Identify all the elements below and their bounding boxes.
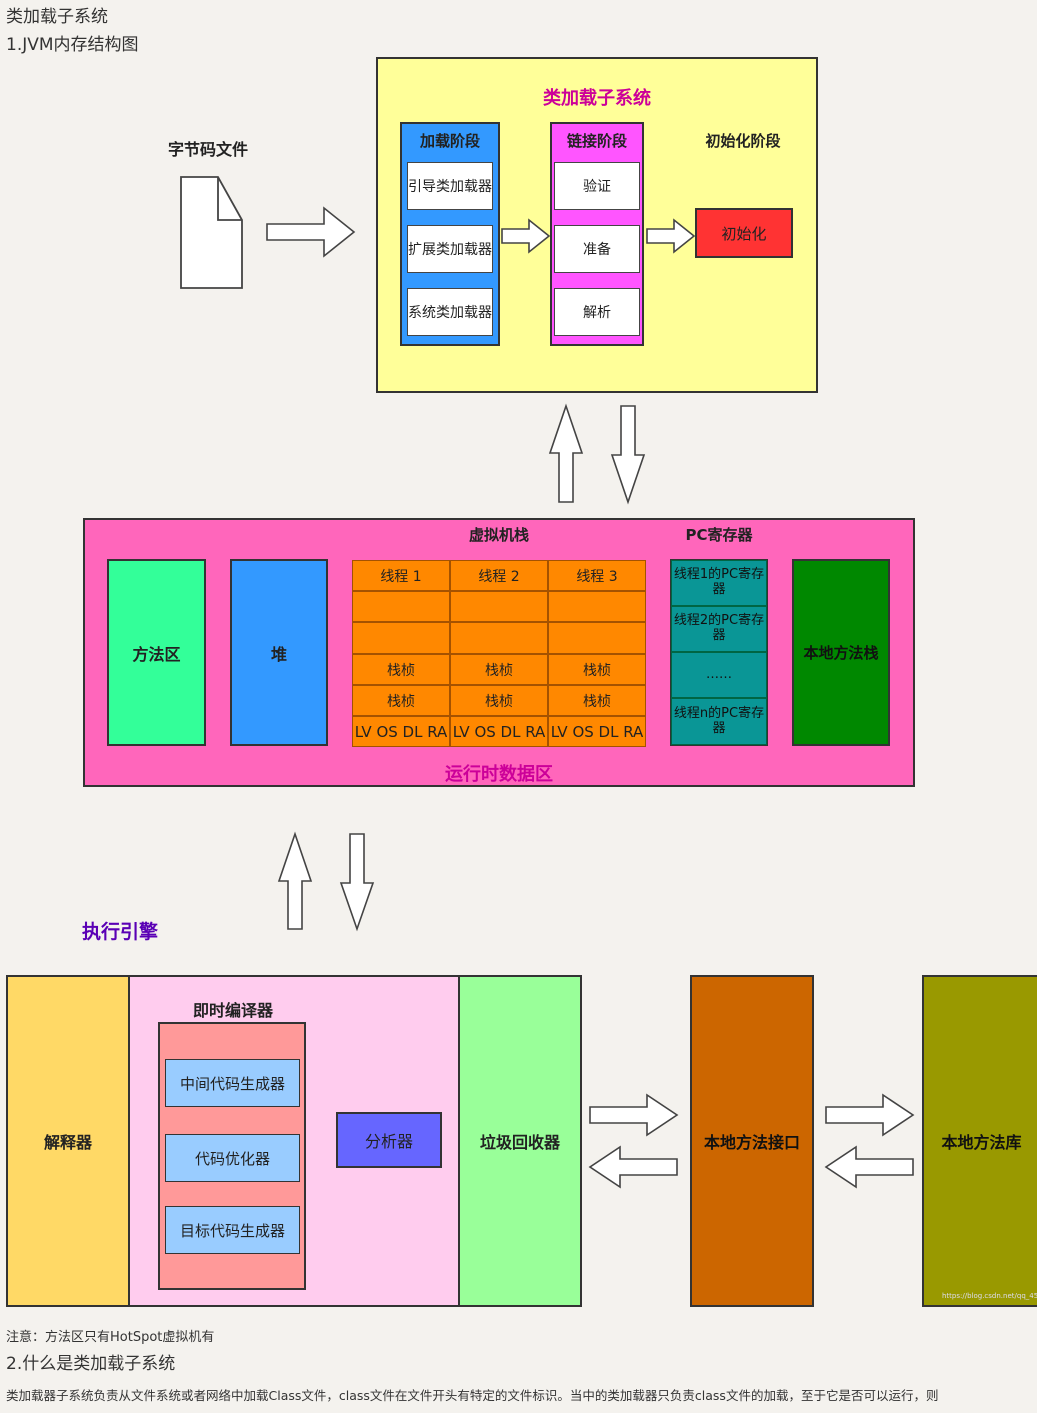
stack-cell-empty xyxy=(352,591,450,622)
jit-compiler-title: 即时编译器 xyxy=(192,1001,273,1020)
method-area: 方法区 xyxy=(107,559,206,746)
arrow-right-icon xyxy=(501,218,551,254)
garbage-collector: 垃圾回收器 xyxy=(458,975,582,1307)
heap: 堆 xyxy=(230,559,328,746)
arrow-left-icon xyxy=(588,1145,678,1189)
section-title: 类加载子系统 xyxy=(6,7,108,27)
prepare-cell: 准备 xyxy=(554,225,640,273)
verify-cell: 验证 xyxy=(554,162,640,210)
arrow-right-icon xyxy=(825,1093,915,1137)
arrow-up-icon xyxy=(277,831,313,930)
native-method-stack: 本地方法栈 xyxy=(792,559,890,746)
runtime-area-title: 运行时数据区 xyxy=(445,764,553,785)
linking-stage-title: 链接阶段 xyxy=(566,132,627,150)
code-optimizer: 代码优化器 xyxy=(165,1134,300,1182)
note-text: 注意：方法区只有HotSpot虚拟机有 xyxy=(6,1330,215,1345)
pc-register-2: 线程2的PC寄存器 xyxy=(671,606,767,652)
stack-cell-empty xyxy=(548,622,646,654)
loading-stage-title: 加载阶段 xyxy=(419,132,480,150)
resolve-cell: 解析 xyxy=(554,288,640,336)
system-loader: 系统类加载器 xyxy=(407,288,493,336)
bootstrap-loader: 引导类加载器 xyxy=(407,162,493,210)
stack-cell-empty xyxy=(548,591,646,622)
extension-loader: 扩展类加载器 xyxy=(407,225,493,273)
stack-cell-empty xyxy=(450,622,548,654)
bytecode-label: 字节码文件 xyxy=(168,140,249,159)
thread-header: 线程 1 xyxy=(352,560,450,591)
stack-frame: 栈桢 xyxy=(352,685,450,716)
init-cell: 初始化 xyxy=(695,208,793,258)
stack-frame: 栈桢 xyxy=(352,654,450,685)
arrow-up-icon xyxy=(548,403,584,503)
classloader-title: 类加载子系统 xyxy=(543,88,651,109)
native-method-interface: 本地方法接口 xyxy=(690,975,814,1307)
watermark: https://blog.csdn.net/qq_45905581 xyxy=(942,1292,1037,1300)
native-method-library: 本地方法库 xyxy=(922,975,1037,1307)
arrow-down-icon xyxy=(610,405,646,505)
analyzer: 分析器 xyxy=(336,1112,442,1168)
pc-register-ellipsis: …… xyxy=(671,652,767,698)
intermediate-code-generator: 中间代码生成器 xyxy=(165,1059,300,1107)
pc-register-n: 线程n的PC寄存器 xyxy=(671,698,767,745)
stack-cell-empty xyxy=(352,622,450,654)
stack-frame: 栈桢 xyxy=(450,685,548,716)
init-stage-title: 初始化阶段 xyxy=(705,132,781,150)
stack-frame: 栈桢 xyxy=(548,654,646,685)
arrow-right-icon xyxy=(266,206,356,258)
pc-register-label: PC寄存器 xyxy=(685,526,753,544)
file-icon xyxy=(180,176,243,289)
arrow-right-icon xyxy=(589,1093,679,1137)
paragraph: 类加载器子系统负责从文件系统或者网络中加载Class文件，class文件在文件开… xyxy=(6,1388,939,1403)
frame-detail: LV OS DL RA xyxy=(548,716,646,747)
thread-header: 线程 3 xyxy=(548,560,646,591)
subsection-title: 1.JVM内存结构图 xyxy=(6,35,139,55)
execution-engine-title: 执行引擎 xyxy=(82,921,159,943)
arrow-right-icon xyxy=(646,218,696,254)
interpreter: 解释器 xyxy=(6,975,130,1307)
frame-detail: LV OS DL RA xyxy=(450,716,548,747)
target-code-generator: 目标代码生成器 xyxy=(165,1206,300,1254)
thread-header: 线程 2 xyxy=(450,560,548,591)
stack-cell-empty xyxy=(450,591,548,622)
arrow-left-icon xyxy=(824,1145,914,1189)
stack-frame: 栈桢 xyxy=(450,654,548,685)
vm-stack-label: 虚拟机栈 xyxy=(468,526,529,544)
pc-register-1: 线程1的PC寄存器 xyxy=(671,560,767,606)
arrow-down-icon xyxy=(339,833,375,932)
subsection-title-2: 2.什么是类加载子系统 xyxy=(6,1354,176,1374)
stack-frame: 栈桢 xyxy=(548,685,646,716)
frame-detail: LV OS DL RA xyxy=(352,716,450,747)
